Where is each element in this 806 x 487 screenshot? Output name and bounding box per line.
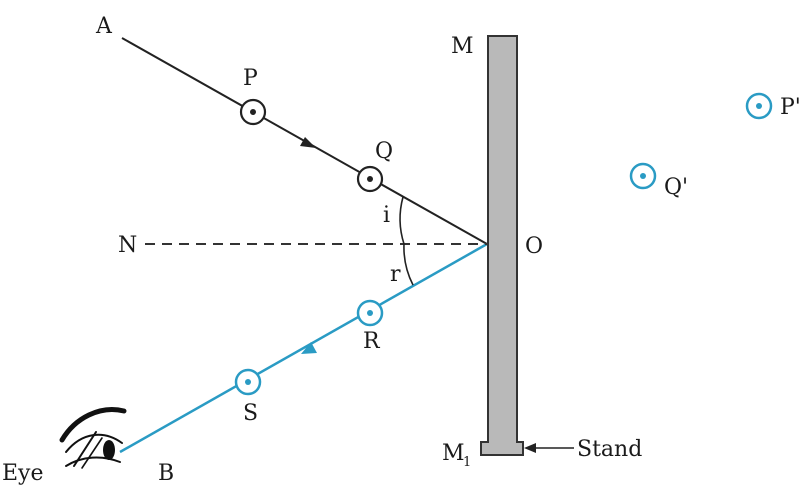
label-N: N [118, 233, 137, 258]
angle-r-arc [403, 243, 414, 286]
pin-P [239, 98, 267, 126]
label-R: R [363, 329, 381, 354]
reflected-ray [119, 242, 488, 454]
label-Q-image: Q' [664, 175, 688, 200]
label-stand: Stand [577, 437, 642, 462]
label-M1-subscript: 1 [463, 455, 471, 470]
label-M: M [451, 34, 474, 59]
label-P: P [243, 66, 258, 91]
angle-i-arc [399, 196, 405, 245]
label-S: S [243, 401, 258, 426]
incident-ray-arrow [300, 137, 316, 148]
eye-icon [59, 407, 127, 469]
label-M1: M [442, 441, 465, 466]
label-B: B [158, 461, 174, 486]
label-A: A [95, 14, 113, 39]
pin-Q [356, 165, 384, 193]
mirror-with-stand [480, 35, 524, 456]
label-Q: Q [375, 139, 393, 164]
label-P-image: P' [780, 95, 801, 120]
stand-pointer-arrowhead [524, 443, 536, 453]
pin-Q-image [629, 162, 657, 190]
pin-S [234, 368, 262, 396]
reflected-ray-arrow [301, 342, 317, 354]
label-eye: Eye [2, 461, 44, 486]
pin-P-image [745, 92, 773, 120]
label-O: O [525, 234, 543, 259]
pin-R [356, 299, 384, 327]
label-i: i [383, 203, 390, 228]
label-r: r [390, 262, 401, 287]
